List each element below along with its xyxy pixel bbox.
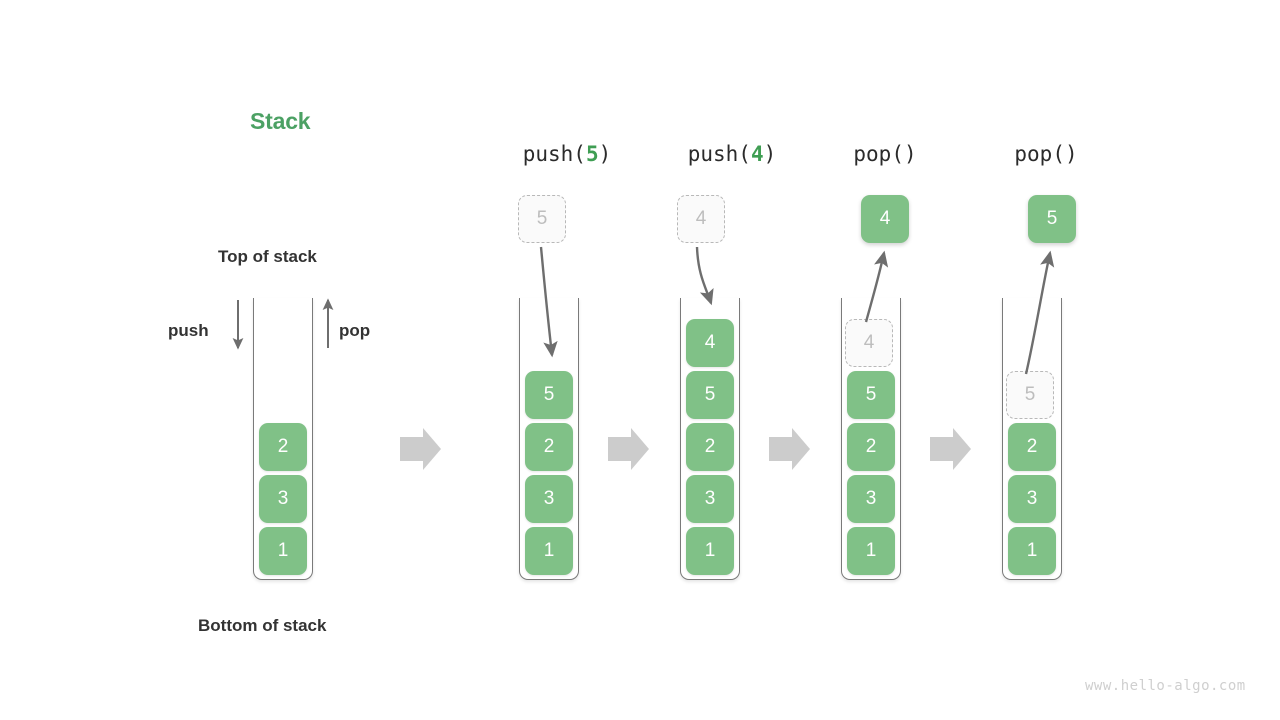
watermark: www.hello-algo.com bbox=[1085, 678, 1246, 694]
stack-cell: 1 bbox=[847, 527, 895, 575]
stack-cell: 2 bbox=[1008, 423, 1056, 471]
push-4-motion-arrow bbox=[695, 246, 714, 306]
stack-cell: 2 bbox=[525, 423, 573, 471]
step-arrow bbox=[608, 428, 649, 470]
removed-slot-ghost: 4 bbox=[845, 319, 893, 367]
stack-cell: 1 bbox=[525, 527, 573, 575]
push-label: push bbox=[168, 321, 209, 340]
op-caption-pop-2: pop() bbox=[1014, 142, 1078, 166]
stack-cell: 1 bbox=[1008, 527, 1056, 575]
step-arrow bbox=[769, 428, 810, 470]
incoming-element-ghost: 4 bbox=[677, 195, 725, 243]
stack-cell: 3 bbox=[686, 475, 734, 523]
popped-element: 4 bbox=[861, 195, 909, 243]
page-title: Stack bbox=[250, 108, 311, 134]
step-arrow bbox=[400, 428, 441, 470]
removed-slot-ghost: 5 bbox=[1006, 371, 1054, 419]
stack-cell: 2 bbox=[686, 423, 734, 471]
pop-label: pop bbox=[339, 321, 371, 340]
bottom-of-stack-label: Bottom of stack bbox=[198, 616, 327, 635]
stack-cell: 5 bbox=[847, 371, 895, 419]
top-of-stack-label: Top of stack bbox=[218, 247, 317, 266]
stack-cell: 2 bbox=[259, 423, 307, 471]
op-caption-push-4: push(4) bbox=[687, 142, 777, 166]
stack-cell: 3 bbox=[847, 475, 895, 523]
op-caption-push-5: push(5) bbox=[522, 142, 612, 166]
op-caption-pop-1: pop() bbox=[853, 142, 917, 166]
stack-cell: 3 bbox=[259, 475, 307, 523]
stack-cell: 4 bbox=[686, 319, 734, 367]
stack-cell: 1 bbox=[259, 527, 307, 575]
stack-cell: 2 bbox=[847, 423, 895, 471]
step-arrow bbox=[930, 428, 971, 470]
stack-cell: 5 bbox=[525, 371, 573, 419]
stack-cell: 3 bbox=[1008, 475, 1056, 523]
stack-cell: 5 bbox=[686, 371, 734, 419]
stack-cell: 1 bbox=[686, 527, 734, 575]
stack-cell: 3 bbox=[525, 475, 573, 523]
incoming-element-ghost: 5 bbox=[518, 195, 566, 243]
popped-element: 5 bbox=[1028, 195, 1076, 243]
